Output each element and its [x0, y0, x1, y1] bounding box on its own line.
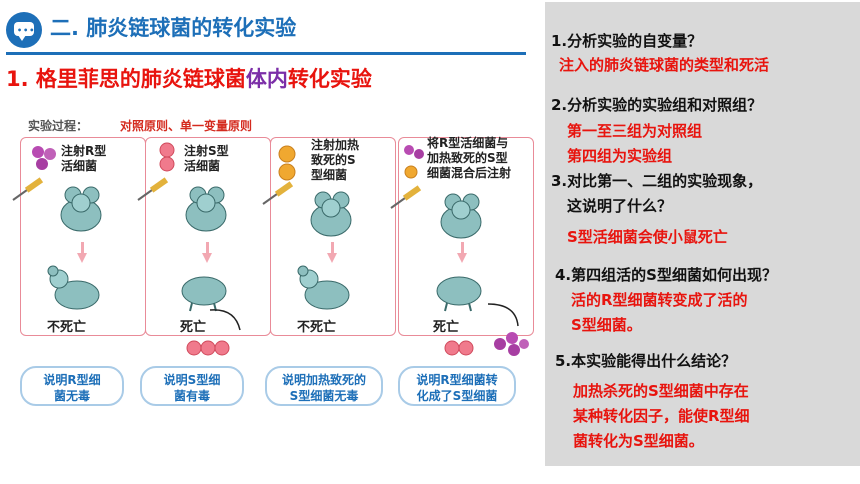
mouse-alive-icon — [185, 186, 227, 232]
experiment-title: 1. 格里菲思的肺炎链球菌体内转化实验 — [6, 63, 372, 93]
question-2: 2.分析实验的实验组和对照组？ — [551, 96, 763, 114]
answer-3: S型活细菌会使小鼠死亡 — [567, 228, 728, 246]
panel-4-line1: 将R型活细菌与 — [427, 136, 509, 150]
process-label: 实验过程： — [28, 119, 89, 133]
mouse-alive-icon — [310, 191, 352, 237]
experiment-title-highlight: 体内 — [245, 67, 288, 91]
panel-3-line2: 致死的S — [311, 153, 356, 167]
conclusion-3-line1: 说明加热致死的 — [281, 373, 366, 387]
answer-4-line1: 活的R型细菌转变成了活的 — [571, 291, 748, 309]
principle-label: 对照原则、单一变量原则 — [120, 119, 253, 133]
chat-bubble-icon: ••• — [6, 12, 42, 48]
experiment-title-part3: 转化实验 — [287, 67, 372, 91]
answer-5-line3: 菌转化为S型细菌。 — [573, 432, 704, 450]
conclusion-3-line2: S型细菌无毒 — [289, 389, 359, 403]
conclusion-box-2: 说明S型细 菌有毒 — [140, 366, 244, 406]
title-underline — [6, 52, 526, 55]
question-3-line2: 这说明了什么？ — [567, 197, 673, 215]
panel-4-text: 将R型活细菌与 加热致死的S型 细菌混合后注射 — [427, 136, 511, 181]
answer-1: 注入的肺炎链球菌的类型和死活 — [559, 56, 770, 74]
section-title: 二. 肺炎链球菌的转化实验 — [50, 16, 297, 40]
panel-3-line1: 注射加热 — [311, 138, 360, 152]
question-4: 4.第四组活的S型细菌如何出现？ — [555, 266, 777, 284]
conclusion-1-line2: 菌无毒 — [53, 389, 90, 403]
mouse-dead-icon — [181, 276, 227, 312]
answer-5-line1: 加热杀死的S型细菌中存在 — [573, 382, 749, 400]
answer-5-line2: 某种转化因子，能使R型细 — [573, 407, 750, 425]
conclusion-box-4: 说明R型细菌转 化成了S型细菌 — [398, 366, 516, 406]
mouse-dead-icon — [436, 276, 482, 312]
mouse-alive-icon — [440, 193, 482, 239]
panel-4-line2: 加热致死的S型 — [427, 151, 508, 165]
panel-3-line3: 型细菌 — [311, 168, 348, 182]
conclusion-2-line2: 菌有毒 — [173, 389, 210, 403]
syringe-icon — [12, 177, 44, 201]
question-5: 5.本实验能得出什么结论？ — [555, 352, 737, 370]
panel-2-result: 死亡 — [180, 320, 207, 335]
experiment-panel-1: 注射R型 活细菌 不死亡 — [12, 137, 146, 336]
recovered-bacteria-icon — [444, 303, 529, 356]
experiment-panel-2: 注射S型 活细菌 死亡 — [137, 137, 271, 336]
panel-4-result: 死亡 — [433, 320, 460, 335]
question-1: 1.分析实验的自变量？ — [551, 32, 703, 50]
conclusion-1-line1: 说明R型细 — [43, 373, 101, 387]
answer-4-line2: S型细菌。 — [571, 316, 642, 334]
syringe-icon — [137, 177, 169, 201]
experiment-title-part1: 1. 格里菲思的肺炎链球菌 — [6, 67, 246, 91]
conclusion-box-1: 说明R型细 菌无毒 — [20, 366, 124, 406]
panel-2-text: 注射S型 活细菌 — [184, 144, 229, 174]
conclusion-4-line2: 化成了S型细菌 — [416, 389, 498, 403]
answer-2-line1: 第一至三组为对照组 — [567, 122, 703, 140]
conclusion-box-3: 说明加热致死的 S型细菌无毒 — [265, 366, 383, 406]
panel-3-text: 注射加热 致死的S 型细菌 — [311, 138, 359, 183]
heat-killed-s-bacteria-icon — [278, 145, 296, 181]
syringe-icon — [390, 185, 422, 209]
syringe-icon — [262, 181, 294, 205]
conclusion-4-line1: 说明R型细菌转 — [416, 373, 498, 387]
panel-1-text: 注射R型 活细菌 — [61, 144, 106, 174]
mouse-survives-icon — [47, 265, 100, 310]
mouse-survives-icon — [297, 265, 350, 310]
panel-1-line2: 活细菌 — [61, 159, 98, 173]
question-3-line1: 3.对比第一、二组的实验现象， — [551, 172, 763, 190]
r-bacteria-icon — [32, 146, 56, 170]
panel-2-line2: 活细菌 — [184, 159, 221, 173]
s-bacteria-icon — [159, 142, 175, 172]
panel-2-line1: 注射S型 — [184, 144, 229, 158]
panel-1-result: 不死亡 — [47, 320, 87, 335]
mouse-alive-icon — [60, 186, 102, 232]
conclusion-2-line1: 说明S型细 — [163, 373, 221, 387]
experiment-panel-4: 将R型活细菌与 加热致死的S型 细菌混合后注射 死亡 — [390, 136, 534, 336]
s-bacteria-recovered-icon — [186, 309, 241, 356]
mixed-bacteria-icon — [404, 145, 424, 179]
panel-1-line1: 注射R型 — [61, 144, 107, 158]
panel-4-line3: 细菌混合后注射 — [427, 166, 512, 180]
experiment-panel-3: 注射加热 致死的S 型细菌 不死亡 — [262, 137, 396, 336]
question-answer-panel: 1.分析实验的自变量？ 注入的肺炎链球菌的类型和死活 2.分析实验的实验组和对照… — [545, 2, 860, 466]
answer-2-line2: 第四组为实验组 — [567, 147, 673, 165]
panel-3-result: 不死亡 — [297, 320, 337, 335]
